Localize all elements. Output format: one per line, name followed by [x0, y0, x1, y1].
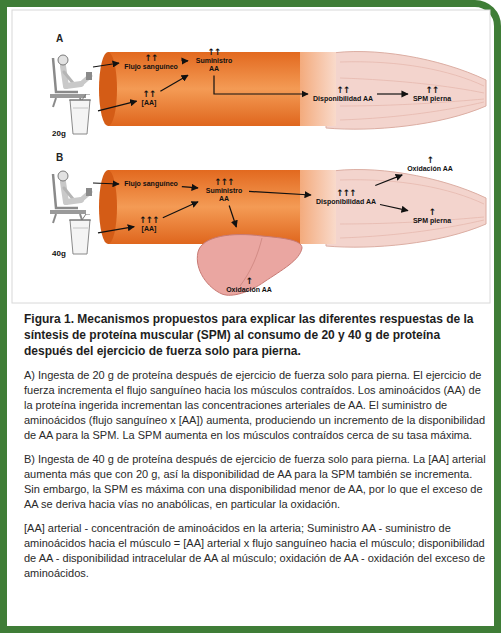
flow-arrow — [380, 205, 408, 211]
body-paragraph: [AA] arterial - concentración de aminoác… — [24, 521, 486, 581]
label-node: ↑↑Flujo sanguíneo — [122, 53, 180, 72]
increase-arrows: ↑↑↑ — [139, 216, 159, 225]
label-node: ↑↑SPM pierna — [411, 85, 453, 104]
label-node: ↑↑[AA] — [140, 89, 159, 108]
text-column: Figura 1. Mecanismos propuestos para exp… — [24, 311, 486, 581]
exercise-arrow — [93, 183, 119, 184]
cup-stroke — [82, 214, 90, 220]
node-text-holder: ↑Oxidación AA — [192, 277, 306, 294]
node-text-holder: 20g — [52, 130, 66, 138]
node-label: Flujo sanguíneo — [124, 180, 178, 188]
cup-stroke — [82, 94, 90, 100]
label-node: ↑↑Disponibilidad AA — [311, 85, 375, 104]
node-text-holder: 40g — [52, 250, 66, 258]
flow-arrow — [182, 60, 188, 61]
increase-arrows: ↑↑↑ — [203, 178, 245, 187]
label-node: ↑SPM pierna — [411, 207, 453, 226]
figure-caption: Figura 1. Mecanismos propuestos para exp… — [24, 311, 486, 359]
cup-stroke — [70, 220, 90, 254]
flow-arrow — [229, 206, 236, 228]
flow-arrow — [375, 175, 402, 186]
leg-exercise-icon — [50, 171, 92, 223]
panel-letter: B — [56, 152, 63, 163]
cup-stroke — [73, 108, 88, 109]
increase-arrows: ↑↑ — [413, 86, 451, 95]
cup-stroke — [69, 100, 91, 101]
increase-arrows: ↑ — [413, 208, 451, 217]
node-label: [AA] — [139, 225, 159, 233]
flow-arrow — [182, 187, 198, 188]
increase-arrows: ↑↑ — [193, 48, 235, 57]
blood-vessel — [99, 170, 336, 244]
cup-stroke — [69, 220, 91, 221]
node-label: [AA] — [142, 99, 157, 107]
increase-arrows: ↑↑ — [142, 90, 157, 99]
blood-vessel — [99, 52, 336, 126]
flow-arrow — [249, 191, 311, 195]
flow-arrow — [98, 227, 134, 233]
protein-drink: 40g — [52, 214, 96, 260]
label-node: ↑↑↑Suministro AA — [201, 177, 247, 204]
cup-stroke — [73, 228, 88, 229]
flow-arrow — [160, 75, 188, 91]
increase-arrows: ↑↑ — [124, 54, 178, 63]
leg-exercise-icon — [50, 55, 92, 107]
increase-arrows: ↑↑ — [313, 86, 373, 95]
node-label: Suministro AA — [203, 187, 245, 203]
cup-stroke — [70, 100, 90, 134]
node-label: Oxidación AA — [407, 165, 453, 173]
body-paragraph: B) Ingesta de 40 g de proteína después d… — [24, 452, 486, 512]
muscle-leg — [326, 52, 486, 130]
label-node: ↑↑Suministro AA — [191, 47, 237, 74]
node-label: 40g — [52, 250, 66, 258]
node-label: SPM pierna — [413, 95, 451, 103]
label-node: ↑↑↑Disponibilidad AA — [314, 188, 378, 207]
protein-drink: 20g — [52, 94, 96, 140]
flow-arrow — [214, 76, 308, 95]
label-node: ↑Oxidación AA — [405, 155, 455, 174]
flow-arrow — [377, 93, 408, 94]
label-node: ↑↑↑[AA] — [137, 215, 161, 234]
figure-panel — [12, 10, 490, 303]
liver-organ: ↑Oxidación AA — [192, 230, 306, 300]
increase-arrows: ↑↑↑ — [316, 189, 376, 198]
node-label: Disponibilidad AA — [316, 198, 376, 206]
increase-arrows: ↑ — [407, 156, 453, 165]
node-label: Suministro AA — [193, 57, 235, 73]
flow-arrow — [163, 202, 198, 218]
node-label: SPM pierna — [413, 217, 451, 225]
node-label: 20g — [52, 130, 66, 138]
node-label: Disponibilidad AA — [313, 95, 373, 103]
node-label: Oxidación AA — [192, 286, 306, 294]
node-label: Flujo sanguíneo — [124, 63, 178, 71]
body-paragraph: A) Ingesta de 20 g de proteína después d… — [24, 368, 486, 443]
muscle-leg — [326, 170, 486, 248]
exercise-arrow — [93, 63, 119, 67]
flow-arrow — [98, 101, 137, 111]
label-node: Flujo sanguíneo — [122, 179, 180, 189]
panel-letter: A — [56, 33, 63, 44]
increase-arrows: ↑ — [192, 277, 306, 286]
